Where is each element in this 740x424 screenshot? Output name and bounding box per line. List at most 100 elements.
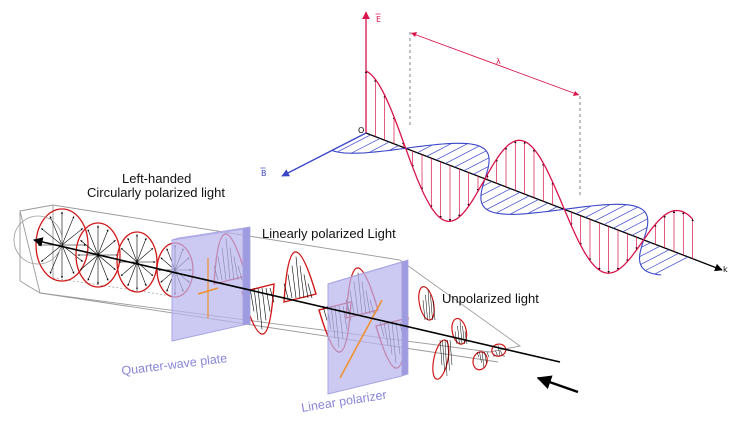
b-vector — [482, 181, 493, 187]
b-vector — [435, 143, 468, 161]
hatch-line — [432, 300, 436, 321]
unpolarized-wave — [418, 286, 507, 380]
b-vector — [480, 184, 502, 196]
hatch-line — [427, 289, 431, 321]
field-vector — [120, 247, 138, 263]
hatch-line — [500, 350, 503, 357]
incoming-light-arrow — [536, 375, 579, 394]
hatch-line — [249, 287, 255, 312]
b-vector — [481, 188, 511, 204]
linear-wave-lobe — [283, 251, 317, 303]
label-left-handed: Left-handed — [122, 171, 191, 186]
field-vector — [97, 254, 116, 270]
b-vector — [351, 138, 381, 154]
hatch-line — [291, 265, 297, 299]
hatch-line — [449, 339, 453, 366]
b-axis — [281, 132, 367, 177]
k-axis — [365, 132, 723, 272]
b-field-wave — [332, 142, 662, 276]
b-vector — [639, 245, 661, 257]
hatch-line — [479, 351, 482, 363]
b-vector — [389, 145, 399, 151]
circular-end-circle — [13, 215, 63, 265]
b-vector — [527, 202, 549, 214]
hatch-line — [459, 320, 463, 345]
field-vector — [61, 228, 83, 246]
field-vector — [136, 247, 154, 263]
circular-polarization-wave — [13, 208, 194, 298]
hatch-line — [462, 325, 465, 345]
wavelength-indicator — [410, 32, 580, 96]
circular-wave-loop — [75, 222, 121, 288]
b-field-vectors — [337, 134, 689, 275]
hatch-line — [253, 287, 259, 321]
b-vector — [337, 134, 371, 153]
e-axis-label: E — [376, 15, 381, 24]
field-vector — [97, 229, 109, 256]
hatch-line — [299, 265, 305, 299]
k-axis-label: k — [723, 265, 728, 274]
b-axis-label: B — [261, 169, 267, 178]
hatch-line — [495, 350, 498, 357]
b-vector — [631, 227, 648, 236]
b-vector — [603, 206, 638, 225]
field-vector — [61, 244, 75, 274]
b-vector — [473, 166, 489, 175]
b-vector — [613, 211, 646, 229]
field-vector — [80, 240, 99, 256]
b-vector — [645, 253, 679, 271]
b-vector — [454, 150, 487, 168]
lambda-label: λ — [496, 57, 501, 66]
field-vector — [41, 228, 63, 246]
em-wave-diagram: λ E B k O — [260, 11, 728, 276]
e-field-vectors — [364, 70, 694, 274]
b-vector — [547, 206, 558, 212]
hatch-line — [486, 351, 490, 358]
field-vector — [61, 216, 75, 246]
hatch-line — [425, 294, 428, 321]
hatch-line — [287, 274, 293, 299]
hatch-line — [481, 351, 485, 369]
origin-label: O — [358, 126, 364, 135]
hatch-line — [439, 339, 443, 366]
field-vector — [136, 261, 147, 287]
hatch-line — [430, 294, 433, 321]
field-vector — [49, 216, 63, 246]
polarization-scene — [13, 204, 579, 395]
field-vector — [87, 254, 99, 281]
label-unpolarized: Unpolarized light — [442, 291, 539, 306]
b-vector — [585, 204, 611, 218]
circular-wave-loop — [116, 231, 158, 293]
b-vector — [495, 195, 530, 214]
hatch-line — [457, 325, 460, 345]
b-vector — [417, 144, 433, 154]
hatch-line — [283, 283, 289, 299]
b-vector — [622, 218, 648, 233]
hatch-line — [444, 339, 448, 377]
e-field-wave — [365, 70, 694, 274]
field-vector — [127, 261, 138, 287]
field-vector — [80, 254, 99, 270]
field-vector — [87, 229, 99, 256]
hatch-line — [257, 287, 263, 330]
quarter-wave-plate — [171, 226, 251, 342]
b-vector — [640, 249, 670, 265]
field-vector — [97, 240, 116, 256]
hatch-line — [322, 305, 328, 321]
b-vector — [594, 204, 627, 222]
hatch-line — [295, 256, 301, 299]
label-linearly-polarized: Linearly polarized Light — [262, 226, 396, 241]
label-quarter-wave-plate: Quarter-wave plate — [121, 351, 228, 378]
b-vector — [654, 256, 689, 275]
unpolarized-lobe — [418, 286, 435, 321]
label-linear-polarizer: Linear polarizer — [300, 388, 387, 415]
hatch-line — [307, 283, 313, 299]
hatch-line — [476, 351, 480, 358]
hatch-line — [422, 300, 426, 321]
linear-polarizer — [327, 259, 409, 395]
hatch-line — [265, 287, 271, 312]
b-vector — [486, 191, 521, 210]
hatch-line — [442, 339, 445, 371]
b-vector — [445, 145, 480, 164]
